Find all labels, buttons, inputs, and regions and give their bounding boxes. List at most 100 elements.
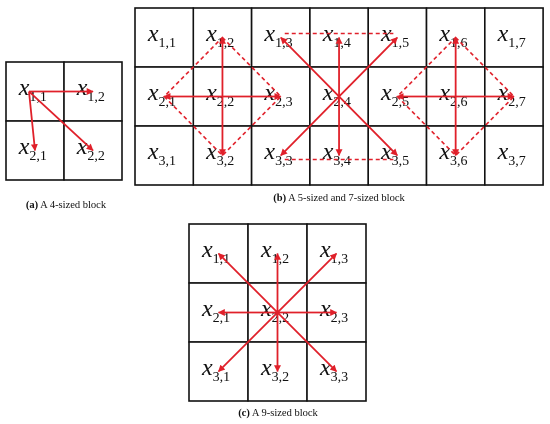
cell-variable: x: [76, 134, 88, 160]
cell-subscript: 1,1: [213, 252, 231, 267]
cell-subscript: 2,6: [450, 95, 468, 110]
cell-variable: x: [322, 139, 334, 165]
panel-c-caption-tag: (c): [238, 408, 250, 419]
arrow-down-left: [217, 311, 279, 373]
cell-variable: x: [322, 80, 334, 106]
cell-variable: x: [263, 139, 275, 165]
cell-variable: x: [497, 80, 509, 106]
cell-variable: x: [319, 296, 331, 322]
cell-subscript: 2,1: [29, 149, 47, 164]
cell-subscript: 2,2: [87, 149, 105, 164]
cell-label: x2,1: [201, 296, 230, 326]
panel-b-arrows: [163, 32, 516, 161]
arrow-up-right: [276, 252, 338, 314]
cell-subscript: 1,2: [272, 252, 290, 267]
cell-variable: x: [438, 139, 450, 165]
cell-subscript: 3,5: [392, 154, 410, 169]
cell-subscript: 2,2: [217, 95, 235, 110]
cell-label: x2,1: [147, 80, 176, 110]
grid-cell: [134, 125, 195, 186]
cell-variable: x: [201, 296, 213, 322]
cell-label: x3,1: [147, 139, 176, 169]
dashed-diamond-right: [396, 36, 516, 157]
cell-variable: x: [438, 21, 450, 47]
arrow-up-right: [338, 36, 398, 98]
cell-label: x1,7: [497, 21, 526, 51]
cell-variable: x: [201, 355, 213, 381]
panel-a-caption: (a) A 4-sized block: [26, 200, 107, 211]
cell-variable: x: [18, 75, 30, 101]
cell-subscript: 3,1: [213, 370, 231, 385]
cell-variable: x: [260, 296, 272, 322]
cell-variable: x: [263, 21, 275, 47]
cell-subscript: 1,5: [392, 36, 410, 51]
cell-label: x2,2: [205, 80, 234, 110]
arrow-down: [28, 91, 38, 152]
arrow-down-right: [338, 95, 398, 157]
cell-variable: x: [263, 80, 275, 106]
panel-c-caption: (c) A 9-sized block: [238, 408, 318, 419]
cell-label: x3,3: [319, 355, 348, 385]
cell-variable: x: [497, 21, 509, 47]
cell-variable: x: [380, 80, 392, 106]
cell-subscript: 1,6: [450, 36, 468, 51]
cell-label: x3,1: [201, 355, 230, 385]
cell-variable: x: [319, 237, 331, 263]
panel-a-arrows: [28, 88, 94, 152]
cell-variable: x: [319, 355, 331, 381]
cell-subscript: 3,3: [331, 370, 349, 385]
cell-subscript: 2,4: [333, 95, 351, 110]
panel-b-caption-tag: (b): [273, 193, 286, 204]
dashed-diamond-left: [163, 36, 282, 157]
cell-variable: x: [205, 21, 217, 47]
cell-subscript: 3,4: [333, 154, 351, 169]
arrow-up-left: [217, 252, 279, 314]
cell-variable: x: [380, 139, 392, 165]
cell-label: x1,2: [76, 75, 105, 105]
cell-subscript: 1,1: [158, 36, 176, 51]
cell-label: x2,1: [18, 134, 47, 164]
cell-label: x3,5: [380, 139, 409, 169]
cell-label: x2,6: [438, 80, 467, 110]
cell-variable: x: [147, 21, 159, 47]
arrow-diagonal: [28, 90, 94, 152]
cell-subscript: 3,2: [217, 154, 235, 169]
cell-label: x3,2: [205, 139, 234, 169]
cell-label: x3,6: [438, 139, 467, 169]
panel-c-arrows: [217, 252, 338, 373]
cell-variable: x: [147, 139, 159, 165]
cell-subscript: 3,7: [508, 154, 525, 169]
cell-variable: x: [260, 355, 272, 381]
cell-subscript: 1,4: [333, 36, 351, 51]
cell-label: x3,7: [497, 139, 526, 169]
cell-label: x3,2: [260, 355, 289, 385]
cell-subscript: 1,3: [331, 252, 349, 267]
cell-label: x1,1: [18, 75, 47, 105]
cell-subscript: 2,1: [213, 311, 231, 326]
cell-subscript: 3,3: [275, 154, 293, 169]
cell-subscript: 1,3: [275, 36, 293, 51]
panel-c-caption-text: A 9-sized block: [250, 408, 319, 419]
cell-subscript: 2,1: [158, 95, 176, 110]
cell-variable: x: [205, 139, 217, 165]
cell-subscript: 3,6: [450, 154, 468, 169]
cell-label: x2,5: [380, 80, 409, 110]
cell-subscript: 1,7: [508, 36, 525, 51]
cell-variable: x: [205, 80, 217, 106]
arrow-down-left: [280, 95, 340, 157]
panel-a-caption-text: A 4-sized block: [38, 200, 107, 211]
cell-variable: x: [147, 80, 159, 106]
cell-subscript: 1,2: [217, 36, 235, 51]
cell-variable: x: [438, 80, 450, 106]
cell-variable: x: [18, 134, 30, 160]
cell-label: x2,2: [76, 134, 105, 164]
cell-subscript: 2,5: [392, 95, 410, 110]
arrow-down-right: [276, 311, 338, 373]
cell-label: x1,3: [263, 21, 292, 51]
cell-subscript: 1,1: [29, 90, 47, 105]
